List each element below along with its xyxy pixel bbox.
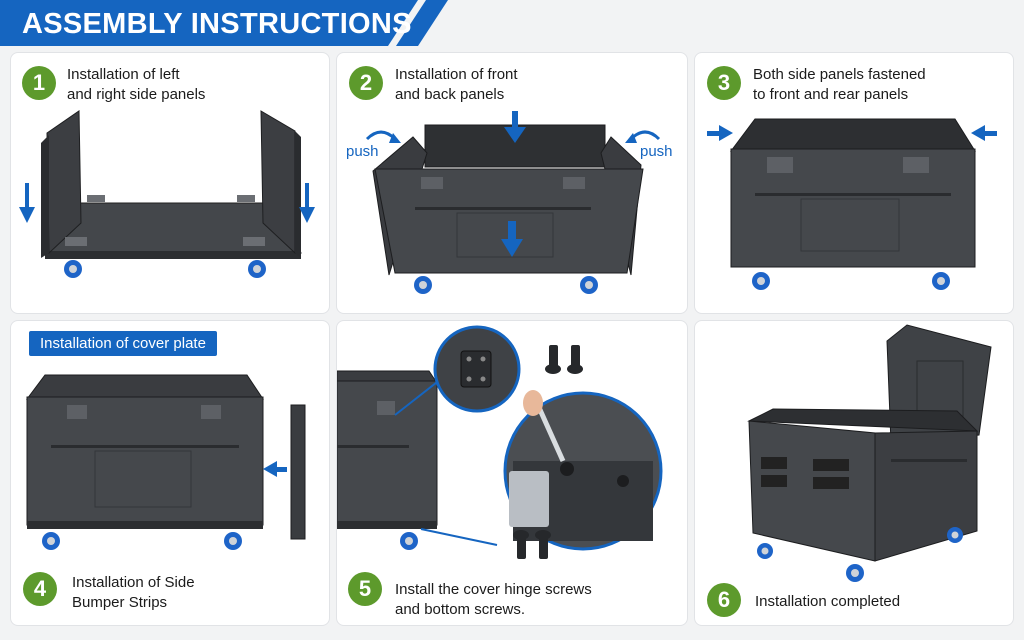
step-2-down-arrow-top-icon xyxy=(504,111,526,143)
side-bumper-strip xyxy=(290,404,306,540)
step-1-wheels xyxy=(64,260,266,278)
hinge-screws-icon xyxy=(545,345,583,374)
step-6-number: 6 xyxy=(707,583,741,617)
step-1-caption-line2: and right side panels xyxy=(67,86,206,103)
step-6-panel: 6 Installation completed xyxy=(694,320,1014,626)
bottom-screws-icon xyxy=(513,530,551,559)
step-3-left-arrow-icon xyxy=(971,125,997,141)
step-4-panel: Installation of cover plate 4 Installati… xyxy=(10,320,330,626)
page-title: ASSEMBLY INSTRUCTIONS xyxy=(22,8,412,40)
step-5-illustration xyxy=(337,325,663,559)
step-5-caption: Install the cover hinge screws and botto… xyxy=(395,580,592,620)
step-1-down-arrow-left-icon xyxy=(19,183,35,223)
step-4-caption-line1: Installation of Side xyxy=(72,574,195,591)
step-6-caption: Installation completed xyxy=(755,593,901,610)
step-2-illustration xyxy=(365,111,661,294)
step-1-panel: 1 Installation of left and right side pa… xyxy=(10,52,330,314)
step-2-curved-arrow-left-icon xyxy=(365,130,397,141)
step-2-caption: Installation of front and back panels xyxy=(395,65,518,105)
step-3-caption-line2: to front and rear panels xyxy=(753,86,909,103)
banner-shape xyxy=(0,0,448,46)
step-2-push-left-label: push xyxy=(346,143,379,160)
step-1-illustration xyxy=(19,110,315,278)
step-5-caption-line2: and bottom screws. xyxy=(395,601,526,618)
step-2-wheels xyxy=(414,276,598,294)
step-4-wheels xyxy=(42,532,242,550)
step-4-number: 4 xyxy=(23,572,57,606)
step-4-caption-line2: Bumper Strips xyxy=(72,594,168,611)
step-1-number: 1 xyxy=(22,66,56,100)
step-3-wheels xyxy=(752,272,950,290)
step-4-left-arrow-icon xyxy=(263,461,287,477)
step-2-push-right-label: push xyxy=(640,143,673,160)
step-4-caption: Installation of Side Bumper Strips xyxy=(72,573,195,613)
step-4-tag-cover-plate: Installation of cover plate xyxy=(29,331,217,356)
step-1-caption-line1: Installation of left xyxy=(67,66,180,83)
step-3-panel: 3 Both side panels fastened to front and… xyxy=(694,52,1014,314)
step-4-illustration xyxy=(26,374,306,550)
header-banner: ASSEMBLY INSTRUCTIONS xyxy=(0,0,448,46)
step-5-caption-line1: Install the cover hinge screws xyxy=(395,581,592,598)
step-5-panel: 5 Install the cover hinge screws and bot… xyxy=(336,320,688,626)
step-3-right-arrow-icon xyxy=(707,125,733,141)
step-1-down-arrow-right-icon xyxy=(299,183,315,223)
step-2-number: 2 xyxy=(349,66,383,100)
step-6-illustration xyxy=(747,324,992,582)
step-2-caption-line2: and back panels xyxy=(395,86,505,103)
step-3-caption-line1: Both side panels fastened xyxy=(753,66,926,83)
step-2-curved-arrow-right-icon xyxy=(629,130,661,141)
step-6-wheels xyxy=(757,527,963,582)
step-5-number: 5 xyxy=(348,572,382,606)
step-3-caption: Both side panels fastened to front and r… xyxy=(753,65,926,105)
step-2-panel: 2 Installation of front and back panels … xyxy=(336,52,688,314)
step-2-down-arrow-front-icon xyxy=(501,221,523,257)
step-2-caption-line1: Installation of front xyxy=(395,66,518,83)
step-1-caption: Installation of left and right side pane… xyxy=(67,65,205,105)
step-3-number: 3 xyxy=(707,66,741,100)
step-3-illustration xyxy=(707,118,997,290)
